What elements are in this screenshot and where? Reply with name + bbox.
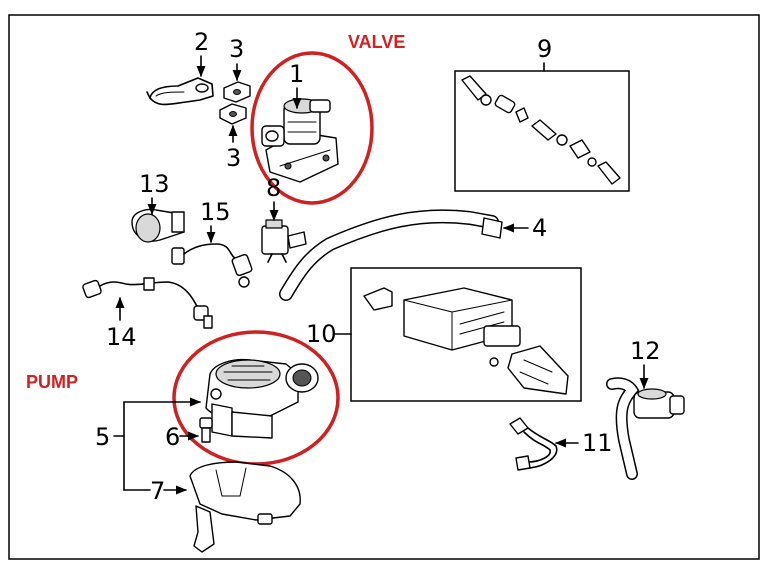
part-6-bolt <box>199 417 213 443</box>
pump-annotation: PUMP <box>26 372 78 392</box>
part-15-sensor-wire <box>171 243 253 288</box>
callout-3-top: 3 <box>229 35 244 63</box>
part-3-clip-bottom <box>219 103 247 125</box>
callout-4: 4 <box>532 214 547 242</box>
part-8-vsv <box>261 219 307 263</box>
leader-5-6-7 <box>113 397 202 495</box>
part-10-charcoal-canister <box>363 287 569 395</box>
callout-14: 14 <box>106 323 137 351</box>
callout-15: 15 <box>200 198 231 226</box>
callout-1: 1 <box>289 60 304 88</box>
callout-3-bottom: 3 <box>226 144 241 172</box>
part-13-knock-sensor <box>131 208 185 243</box>
part-9-hose-assembly <box>461 75 621 185</box>
part-3-clip-top <box>223 81 251 103</box>
callout-7: 7 <box>150 477 165 505</box>
diagram-frame <box>8 14 760 560</box>
part-11-pipe <box>509 417 558 471</box>
part-2-bracket <box>146 77 214 106</box>
part-5-air-pump <box>205 358 319 439</box>
callout-8: 8 <box>266 174 281 202</box>
valve-annotation: VALVE <box>348 32 405 52</box>
part-9-box <box>454 70 630 192</box>
part-7-pump-bracket <box>189 461 301 553</box>
callout-10: 10 <box>306 320 337 348</box>
callout-5: 5 <box>95 423 110 451</box>
part-12-vacuum-valve <box>606 377 685 480</box>
part-4-hose <box>279 209 503 301</box>
part-1-air-switching-valve <box>261 98 339 183</box>
callout-6: 6 <box>165 423 180 451</box>
callout-9: 9 <box>537 35 552 63</box>
part-14-sensor-wire <box>82 277 213 329</box>
callout-11: 11 <box>582 429 613 457</box>
callout-13: 13 <box>139 170 170 198</box>
callout-2: 2 <box>194 28 209 56</box>
callout-12: 12 <box>630 337 661 365</box>
valve-highlight-circle <box>250 51 374 205</box>
